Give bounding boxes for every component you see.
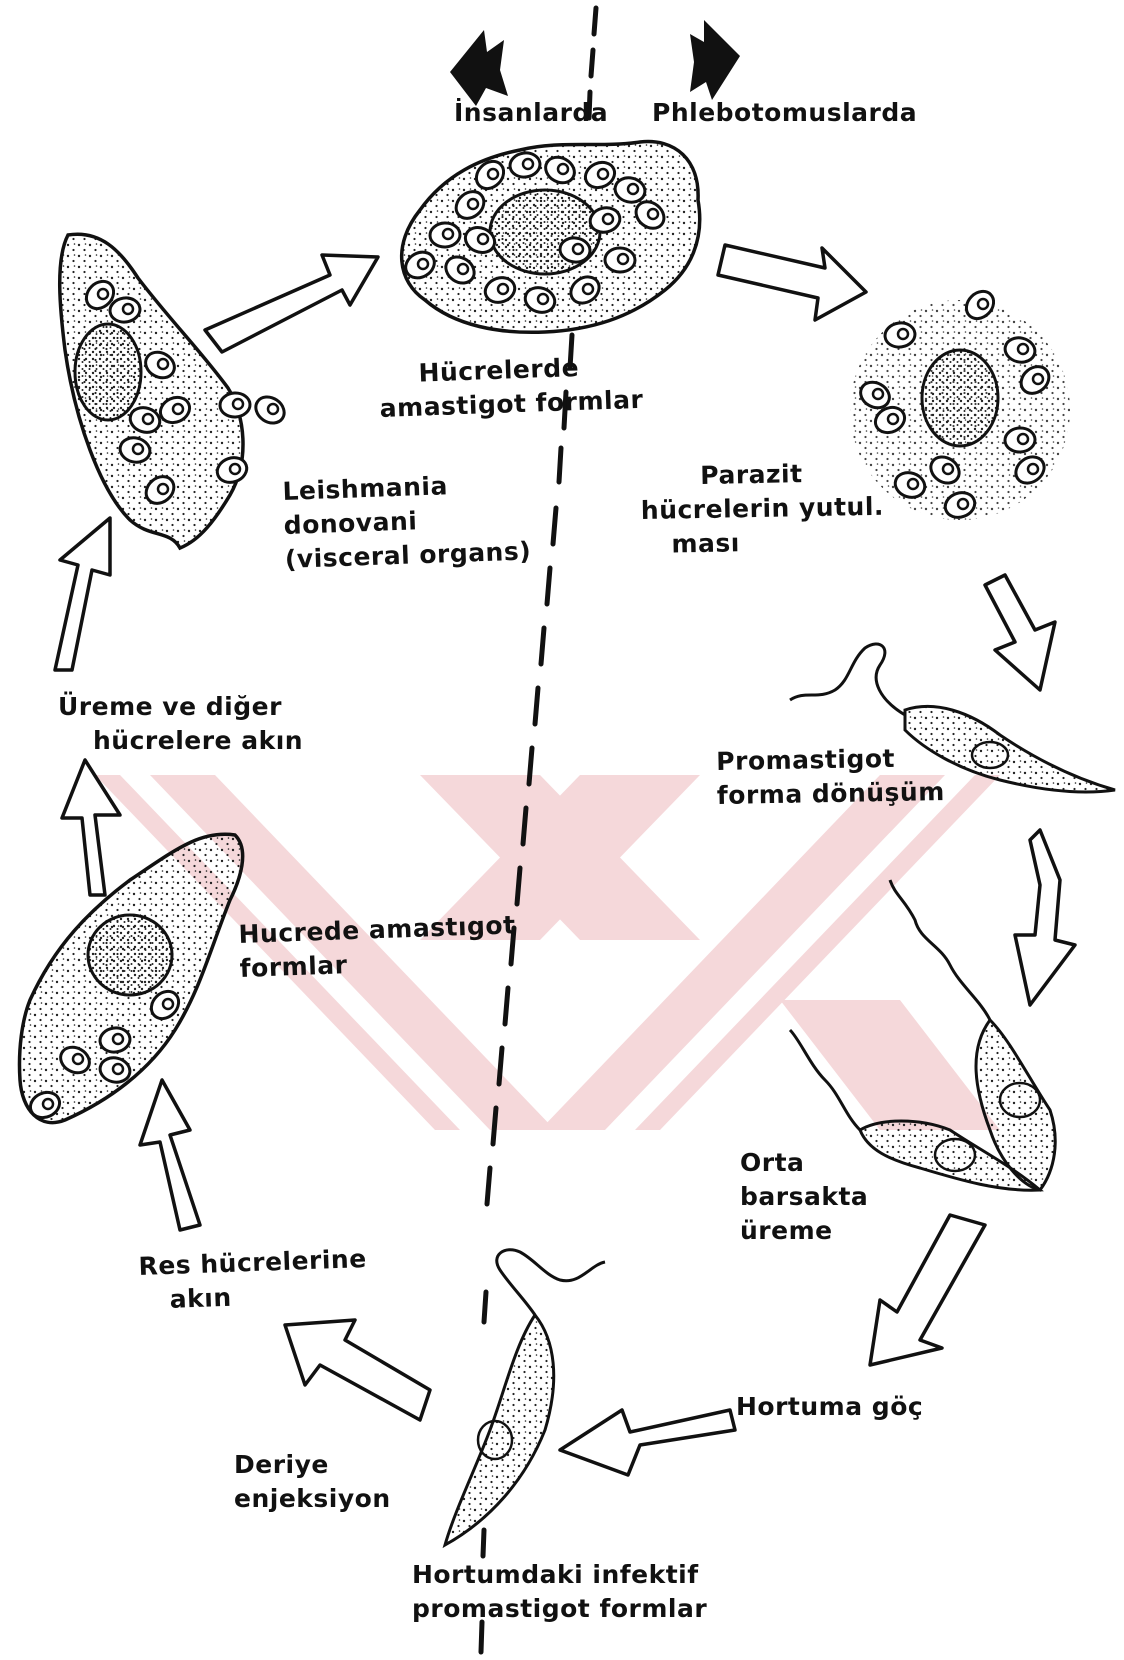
label-line: Üreme ve diğer — [58, 690, 303, 724]
label-deriye-enjeksiyon: Deriye enjeksiyon — [234, 1448, 391, 1516]
arrow-right-icon — [690, 20, 740, 100]
label-line: Deriye — [234, 1448, 391, 1482]
cell-amastigotes-left — [19, 834, 242, 1122]
label-line: Promastigot — [716, 741, 944, 779]
amastigote-body — [219, 392, 250, 418]
arrow-left-icon — [450, 30, 508, 106]
watermark-x-icon — [95, 775, 1000, 1130]
amastigote-body — [251, 392, 289, 429]
label-ureme-akin: Üreme ve diğer hücrelere akın — [58, 690, 303, 758]
label-line: enjeksiyon — [234, 1482, 391, 1516]
header-left-text: İnsanlarda — [454, 96, 608, 130]
leishmania-cell — [60, 234, 289, 548]
label-leishmania: Leishmania donovani (visceral organs) — [282, 466, 532, 577]
label-promastigot-donusum: Promastigot forma dönüşüm — [716, 741, 945, 813]
label-line: Orta — [740, 1146, 868, 1180]
label-insanlarda: İnsanlarda — [454, 96, 608, 130]
label-line: hücrelerin yutul. — [641, 490, 885, 528]
label-line: Parazit — [640, 456, 884, 494]
label-line: ması — [641, 524, 885, 562]
label-hucrede-amastigot: Hucrede amastıgot formlar — [238, 908, 517, 986]
label-line: Hortuma göç — [736, 1390, 923, 1424]
label-line: üreme — [740, 1214, 868, 1248]
label-line: hücrelere akın — [58, 724, 303, 758]
label-phlebotomuslarda: Phlebotomuslarda — [652, 96, 917, 130]
label-orta-barsak: Orta barsakta üreme — [740, 1146, 868, 1248]
label-parazit-yutulmasi: Parazit hücrelerin yutul. ması — [640, 456, 885, 562]
amastigote-body — [605, 247, 636, 272]
label-line: Hortumdaki infektif — [412, 1558, 707, 1592]
label-line: forma dönüşüm — [717, 775, 945, 813]
label-line: barsakta — [740, 1180, 868, 1214]
amastigote-body — [1004, 427, 1035, 453]
label-hucrelerde-amastigot: Hücrelerde amastigot formlar — [378, 349, 644, 426]
promastigote-infective — [445, 1250, 605, 1545]
label-line: promastigot formlar — [412, 1592, 707, 1626]
amastigote-body — [429, 222, 460, 248]
label-hortuma-goc: Hortuma göç — [736, 1390, 923, 1424]
header-right-text: Phlebotomuslarda — [652, 96, 917, 130]
label-hortumdaki-infektif: Hortumdaki infektif promastigot formlar — [412, 1558, 707, 1626]
macrophage-amastigotes — [401, 142, 700, 333]
label-res-hucrelerine: Res hücrelerine akın — [138, 1242, 368, 1318]
